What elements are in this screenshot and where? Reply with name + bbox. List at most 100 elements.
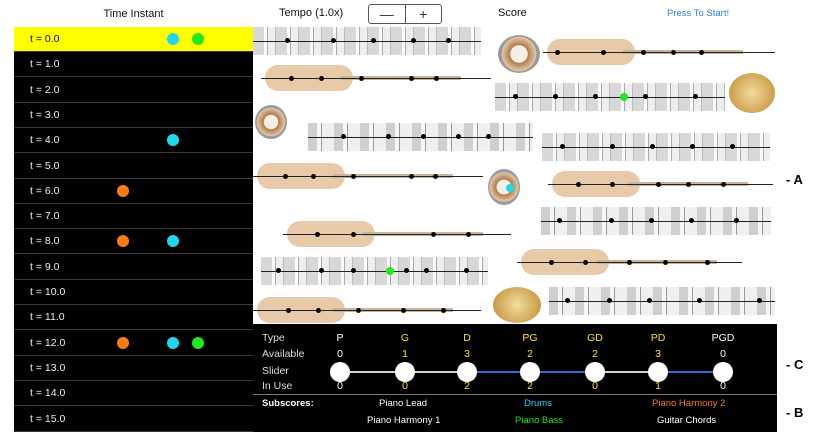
time-row[interactable]: t = 13.0: [14, 356, 253, 381]
time-row[interactable]: t = 4.0: [14, 128, 253, 154]
column-type: PG: [522, 332, 538, 344]
tempo-increase-button[interactable]: +: [419, 6, 428, 22]
time-row-label: t = 1.0: [30, 58, 60, 71]
cyan-note-dot: [167, 336, 179, 349]
slider-track[interactable]: [603, 371, 651, 373]
time-row-label: t = 4.0: [30, 134, 60, 147]
time-row[interactable]: t = 6.0: [14, 179, 253, 204]
time-row[interactable]: t = 9.0: [14, 255, 253, 280]
subscore-piano-harmony-1: Piano Harmony 1: [367, 415, 441, 426]
cyan-note-dot: [167, 235, 179, 248]
column-type: G: [400, 332, 410, 344]
column-type: GD: [587, 332, 603, 344]
time-row[interactable]: t = 14.0: [14, 381, 253, 407]
slider-track[interactable]: [538, 371, 586, 373]
drum-icon[interactable]: [498, 35, 540, 73]
subscore-guitar-chords: Guitar Chords: [657, 415, 717, 426]
time-row-label: t = 10.0: [30, 286, 66, 298]
time-row[interactable]: t = 2.0: [14, 78, 253, 103]
note-marker-cyan: [506, 184, 514, 192]
orange-note-dot: [117, 336, 129, 349]
green-note-dot: [192, 336, 204, 349]
column-in-use: 1: [655, 380, 661, 392]
orange-note-dot: [117, 235, 129, 248]
score-area: [253, 27, 777, 324]
time-row[interactable]: t = 12.0: [14, 331, 253, 356]
time-row[interactable]: t = 11.0: [14, 305, 253, 331]
slider-track[interactable]: [413, 371, 461, 373]
subscore-piano-lead: Piano Lead: [379, 398, 428, 409]
time-row-label: t = 14.0: [30, 387, 66, 400]
guitar-tile[interactable]: [253, 163, 483, 189]
drum-icon[interactable]: [255, 105, 287, 139]
time-row[interactable]: t = 0.0: [14, 27, 253, 52]
piano-tile[interactable]: [308, 123, 533, 151]
column-available: 2: [592, 348, 598, 360]
column-type: PGD: [711, 332, 735, 344]
slider-knob[interactable]: [520, 362, 540, 382]
time-row[interactable]: t = 3.0: [14, 103, 253, 128]
piano-tile[interactable]: [261, 257, 488, 285]
time-row-label: t = 5.0: [30, 159, 60, 172]
subscores-label: Subscores:: [262, 398, 314, 409]
note-marker-green: [386, 267, 394, 275]
column-type: PD: [650, 332, 666, 344]
guitar-tile[interactable]: [261, 65, 491, 91]
type-row-label: Type: [262, 332, 285, 344]
time-row-label: t = 12.0: [30, 336, 66, 349]
column-in-use: 0: [720, 380, 726, 392]
slider-track[interactable]: [348, 371, 396, 373]
time-row-label: t = 8.0: [30, 235, 60, 248]
time-row[interactable]: t = 8.0: [14, 229, 253, 255]
guitar-tile[interactable]: [543, 39, 775, 65]
piano-tile[interactable]: [541, 207, 771, 235]
tempo-stepper[interactable]: — +: [368, 4, 442, 24]
piano-tile[interactable]: [549, 287, 775, 315]
marker-b: - B: [786, 405, 804, 420]
piano-tile[interactable]: [542, 133, 770, 161]
guitar-tile[interactable]: [548, 171, 773, 197]
cyan-note-dot: [167, 33, 179, 45]
time-row[interactable]: t = 10.0: [14, 280, 253, 305]
slider-knob[interactable]: [713, 362, 733, 382]
orange-note-dot: [117, 184, 129, 197]
cymbal-icon[interactable]: [729, 73, 775, 113]
time-row[interactable]: t = 5.0: [14, 154, 253, 179]
time-row[interactable]: t = 1.0: [14, 52, 253, 78]
start-button[interactable]: Press To Start!: [667, 8, 730, 19]
column-available: 2: [527, 348, 533, 360]
time-instant-header: Time Instant: [14, 0, 253, 27]
time-row-label: t = 11.0: [30, 311, 65, 324]
slider-knob[interactable]: [330, 362, 350, 382]
subscore-piano-bass: Piano Bass: [515, 415, 564, 426]
time-row[interactable]: t = 15.0: [14, 407, 253, 432]
subscore-piano-harmony-2: Piano Harmony 2: [652, 398, 726, 409]
slider-knob[interactable]: [585, 362, 605, 382]
guitar-tile[interactable]: [283, 221, 511, 247]
column-available: 0: [337, 348, 343, 360]
piano-tile[interactable]: [253, 27, 481, 55]
note-marker-green: [620, 93, 628, 101]
slider-knob[interactable]: [457, 362, 477, 382]
slider-knob[interactable]: [648, 362, 668, 382]
slider-track[interactable]: [666, 371, 714, 373]
tempo-label: Tempo (1.0x): [279, 7, 344, 19]
time-row-label: t = 15.0: [30, 412, 66, 425]
column-available: 3: [655, 348, 661, 360]
guitar-tile[interactable]: [517, 249, 742, 275]
piano-tile[interactable]: [495, 83, 725, 111]
cymbal-icon[interactable]: [493, 287, 541, 323]
tempo-decrease-button[interactable]: —: [369, 5, 406, 23]
slider-track[interactable]: [475, 371, 523, 373]
green-note-dot: [192, 33, 204, 45]
drum-icon[interactable]: [488, 169, 520, 205]
column-available: 0: [720, 348, 726, 360]
column-in-use: 2: [527, 380, 533, 392]
time-row[interactable]: t = 7.0: [14, 204, 253, 230]
guitar-tile[interactable]: [253, 297, 481, 323]
time-row-label: t = 3.0: [30, 108, 60, 121]
column-in-use: 0: [337, 380, 343, 392]
slider-knob[interactable]: [395, 362, 415, 382]
time-row-label: t = 6.0: [30, 184, 60, 197]
